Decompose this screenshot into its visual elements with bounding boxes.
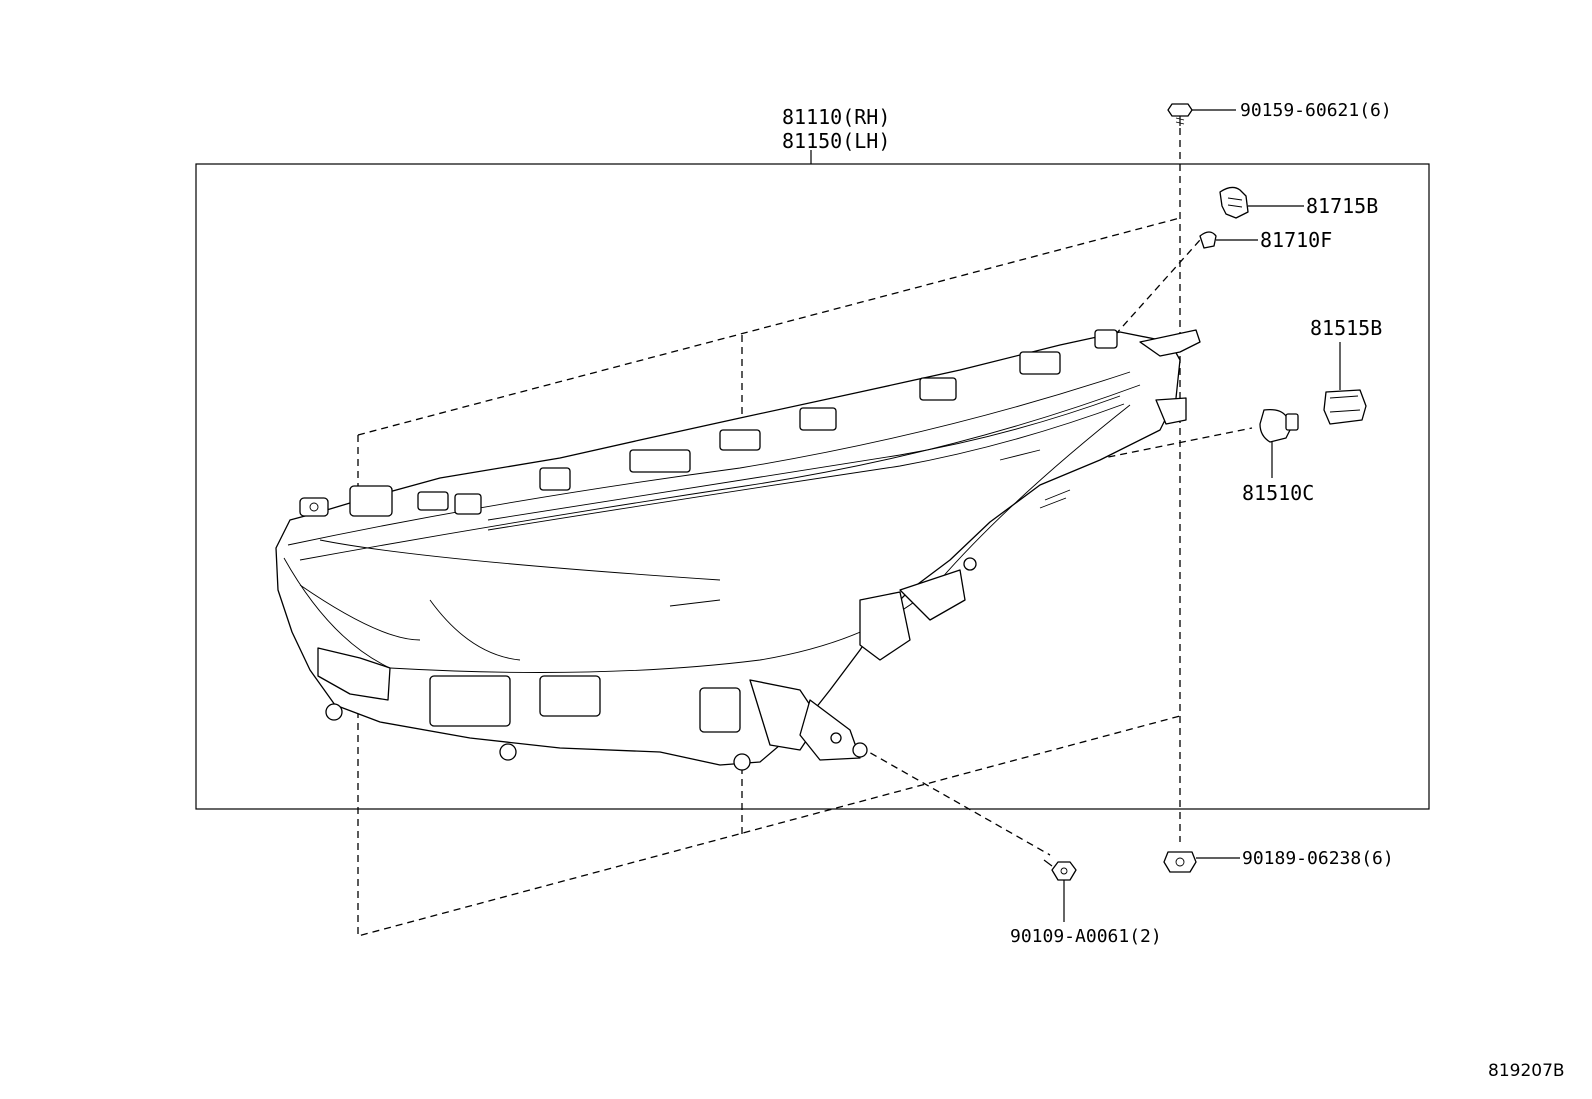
bolt-90109-a0061[interactable]: [1043, 859, 1077, 922]
label-bulb-81710f[interactable]: 81710F: [1260, 228, 1332, 252]
label-nut-bottom[interactable]: 90189-06238(6): [1242, 848, 1394, 869]
label-bulb-81715b[interactable]: 81715B: [1306, 194, 1378, 218]
label-screw-top[interactable]: 90159-60621(6): [1240, 100, 1392, 121]
bulb-81510c[interactable]: [1259, 408, 1299, 478]
bulb-81710f[interactable]: [1199, 231, 1258, 249]
diagram-reference: 819207B: [1488, 1061, 1565, 1081]
assembly-boundary: [195, 163, 1430, 810]
headlamp-assembly[interactable]: [275, 329, 1201, 771]
nut-90189-06238[interactable]: [1163, 851, 1240, 873]
bulb-81715b[interactable]: [1219, 186, 1304, 219]
label-bolt-bottom[interactable]: 90109-A0061(2): [1010, 926, 1162, 947]
label-headlamp-lh[interactable]: 81150(LH): [782, 129, 890, 153]
label-headlamp-rh[interactable]: 81110(RH): [782, 105, 890, 129]
screw-90159-60621[interactable]: [1167, 103, 1236, 126]
socket-81515b[interactable]: [1323, 342, 1367, 425]
label-bulb-81510c[interactable]: 81510C: [1242, 481, 1314, 505]
label-socket-81515b[interactable]: 81515B: [1310, 316, 1382, 340]
